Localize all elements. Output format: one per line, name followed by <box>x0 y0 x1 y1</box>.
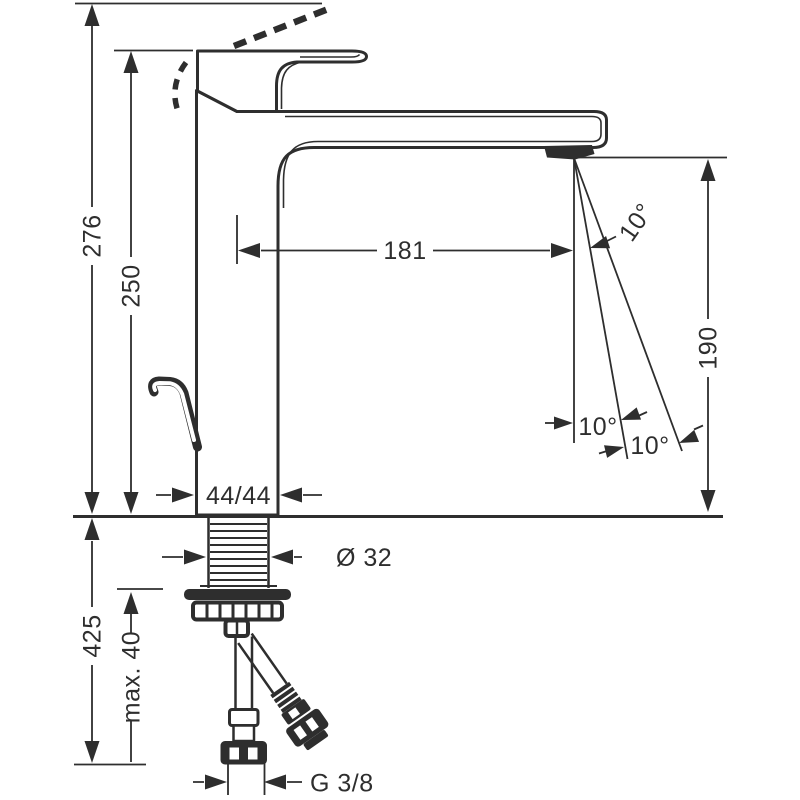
dim-shank-diameter-label: Ø 32 <box>336 544 392 572</box>
angle-top-label: 10° <box>614 198 659 246</box>
dim-max-thickness-label: max. 40 <box>118 631 146 723</box>
angle-annotation-mid: 10° <box>545 407 648 441</box>
faucet-body <box>195 89 608 517</box>
dimension-base-footprint: 44/44 <box>156 482 322 510</box>
dim-below-counter-label: 425 <box>79 614 107 657</box>
dim-outlet-height-label: 190 <box>695 326 723 369</box>
dimension-total-height: 276 <box>75 2 322 514</box>
dimension-below-counter-length: 425 <box>74 518 146 766</box>
dimension-shank-diameter: Ø 32 <box>162 544 392 572</box>
dimension-connection-thread: G 3/8 <box>193 762 374 798</box>
angle-annotation-bottom: 10° <box>598 424 704 460</box>
angle-bottom-label: 10° <box>630 432 669 460</box>
supply-hose-right <box>237 632 329 750</box>
hose-connector-block <box>223 618 250 638</box>
handle-raised-dashed <box>172 4 334 114</box>
dim-base-footprint-label: 44/44 <box>206 482 271 510</box>
dim-connection-thread-label: G 3/8 <box>310 770 374 798</box>
spray-angle-lines <box>573 157 683 460</box>
threaded-shank <box>207 518 270 588</box>
dimension-spout-reach: 181 <box>236 215 573 265</box>
mounting-washer <box>184 585 291 600</box>
dim-spout-reach-label: 181 <box>383 237 426 265</box>
drain-pull-rod <box>148 376 202 452</box>
dimension-outlet-height: 190 <box>578 156 727 512</box>
dimension-max-thickness: max. 40 <box>117 588 163 762</box>
supply-hose-left <box>220 636 267 765</box>
dim-spout-top-height-label: 250 <box>118 264 146 307</box>
dim-total-height-label: 276 <box>79 214 107 257</box>
mounting-nut <box>191 600 284 622</box>
angle-mid-label: 10° <box>578 413 617 441</box>
faucet-handle <box>196 49 368 113</box>
aerator <box>544 145 595 160</box>
dimension-spout-top-height: 250 <box>114 49 193 514</box>
